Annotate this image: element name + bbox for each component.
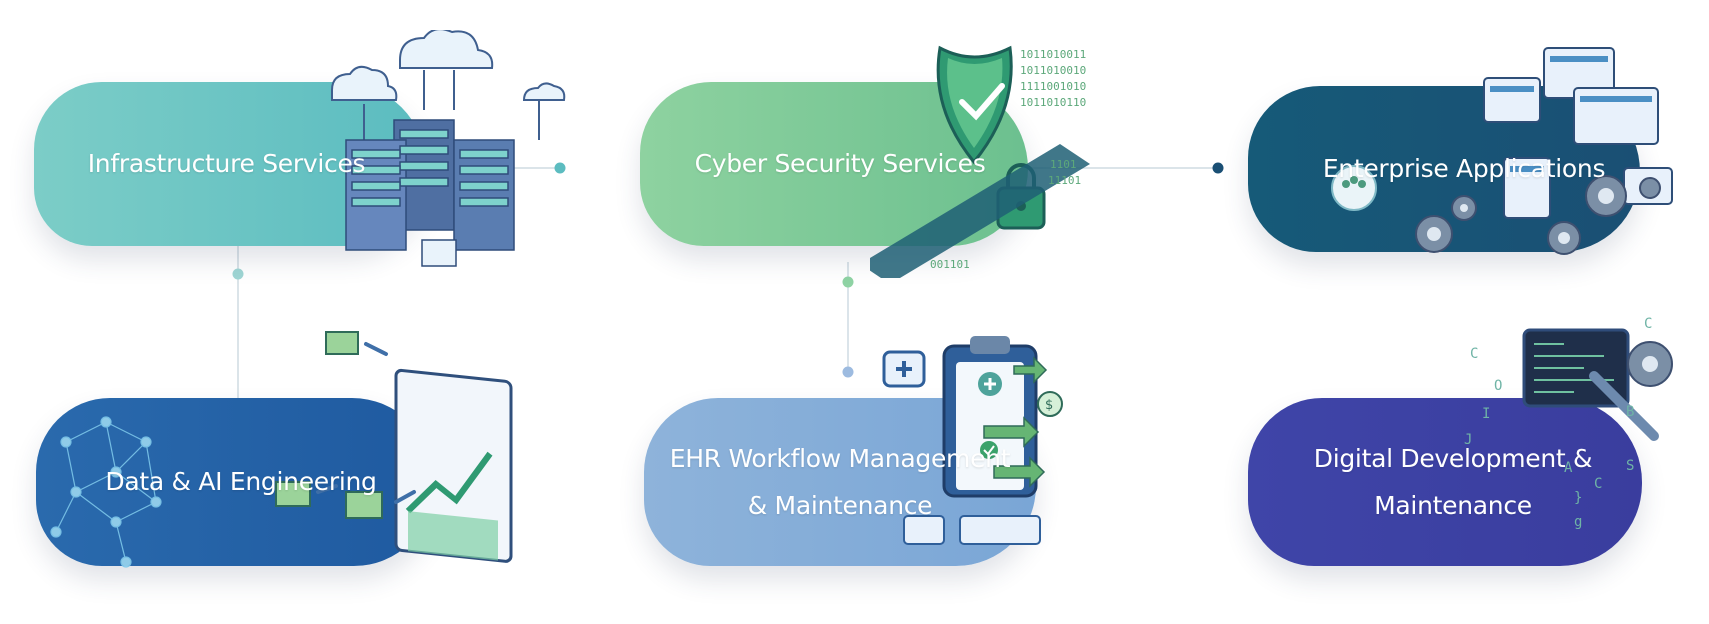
binary-text: 1011010011 <box>1020 48 1086 61</box>
binary-text: 001101 <box>930 258 970 271</box>
connector-node-2 <box>1212 162 1224 174</box>
label-enterprise-applications: Enterprise Applications <box>1322 145 1606 193</box>
label-infrastructure-services: Infrastructure Services <box>88 140 366 188</box>
binary-text: 1111001010 <box>1020 80 1086 93</box>
label-line: Infrastructure Services <box>87 149 366 179</box>
analytics-network-icon <box>50 331 513 568</box>
card-cyber-security-services[interactable]: 1011010011 1011010010 1111001010 1011010… <box>640 45 1090 278</box>
label-line: Data & AI Engineering <box>105 467 377 497</box>
label-line: Digital Development & <box>1313 443 1593 473</box>
code-glyph: C <box>1644 316 1652 332</box>
binary-text: 1101 <box>1050 158 1077 171</box>
connector-node-5 <box>842 366 854 378</box>
binary-text: 11101 <box>1048 174 1081 187</box>
card-digital-development[interactable]: C C O I J A S g B C } Digital Developmen… <box>1248 316 1673 566</box>
code-glyph: C <box>1594 476 1602 492</box>
card-data-ai-engineering[interactable]: Data & AI Engineering <box>36 331 513 568</box>
code-glyph: g <box>1574 514 1582 530</box>
code-glyph: C <box>1470 346 1478 362</box>
label-data-ai-engineering: Data & AI Engineering <box>105 458 377 506</box>
connector-node-3 <box>232 268 244 280</box>
code-glyph: I <box>1482 406 1490 422</box>
label-line: Maintenance <box>1374 491 1532 520</box>
clinical-clipboard-icon: $ <box>882 336 1063 545</box>
label-line: Cyber Security Services <box>694 149 986 179</box>
card-ehr-workflow-management[interactable]: $ EHR Workflow Management & Maintenance <box>644 336 1063 566</box>
code-glyph: J <box>1464 432 1472 448</box>
label-digital-development: Digital Development & Maintenance <box>1313 435 1593 530</box>
cloud-server-icon <box>331 30 566 267</box>
code-glyph: } <box>1574 490 1582 506</box>
binary-text: 1011010010 <box>1020 64 1086 77</box>
binary-text: 1011010110 <box>1020 96 1086 109</box>
code-glyph: S <box>1626 458 1634 474</box>
label-cyber-security-services: Cyber Security Services <box>695 140 986 188</box>
label-ehr-workflow-management: EHR Workflow Management & Maintenance <box>669 435 1011 530</box>
dollar-text: $ <box>1045 398 1053 413</box>
connector-node-4 <box>842 276 854 288</box>
label-line: & Maintenance <box>747 491 933 520</box>
card-infrastructure-services[interactable]: Infrastructure Services <box>34 30 566 267</box>
label-line: Enterprise Applications <box>1322 154 1606 184</box>
label-line: EHR Workflow Management <box>669 443 1011 473</box>
code-wrench-gear-icon: C C O I J A S g B C } <box>1464 316 1673 530</box>
card-enterprise-applications[interactable]: Enterprise Applications <box>1248 47 1673 255</box>
app-windows-gears-icon <box>1331 47 1673 255</box>
code-glyph: B <box>1626 404 1634 420</box>
code-glyph: O <box>1494 378 1502 394</box>
code-glyph: A <box>1564 460 1573 476</box>
connector-node-1 <box>554 162 566 174</box>
shield-lock-icon: 1011010011 1011010010 1111001010 1011010… <box>870 45 1090 278</box>
